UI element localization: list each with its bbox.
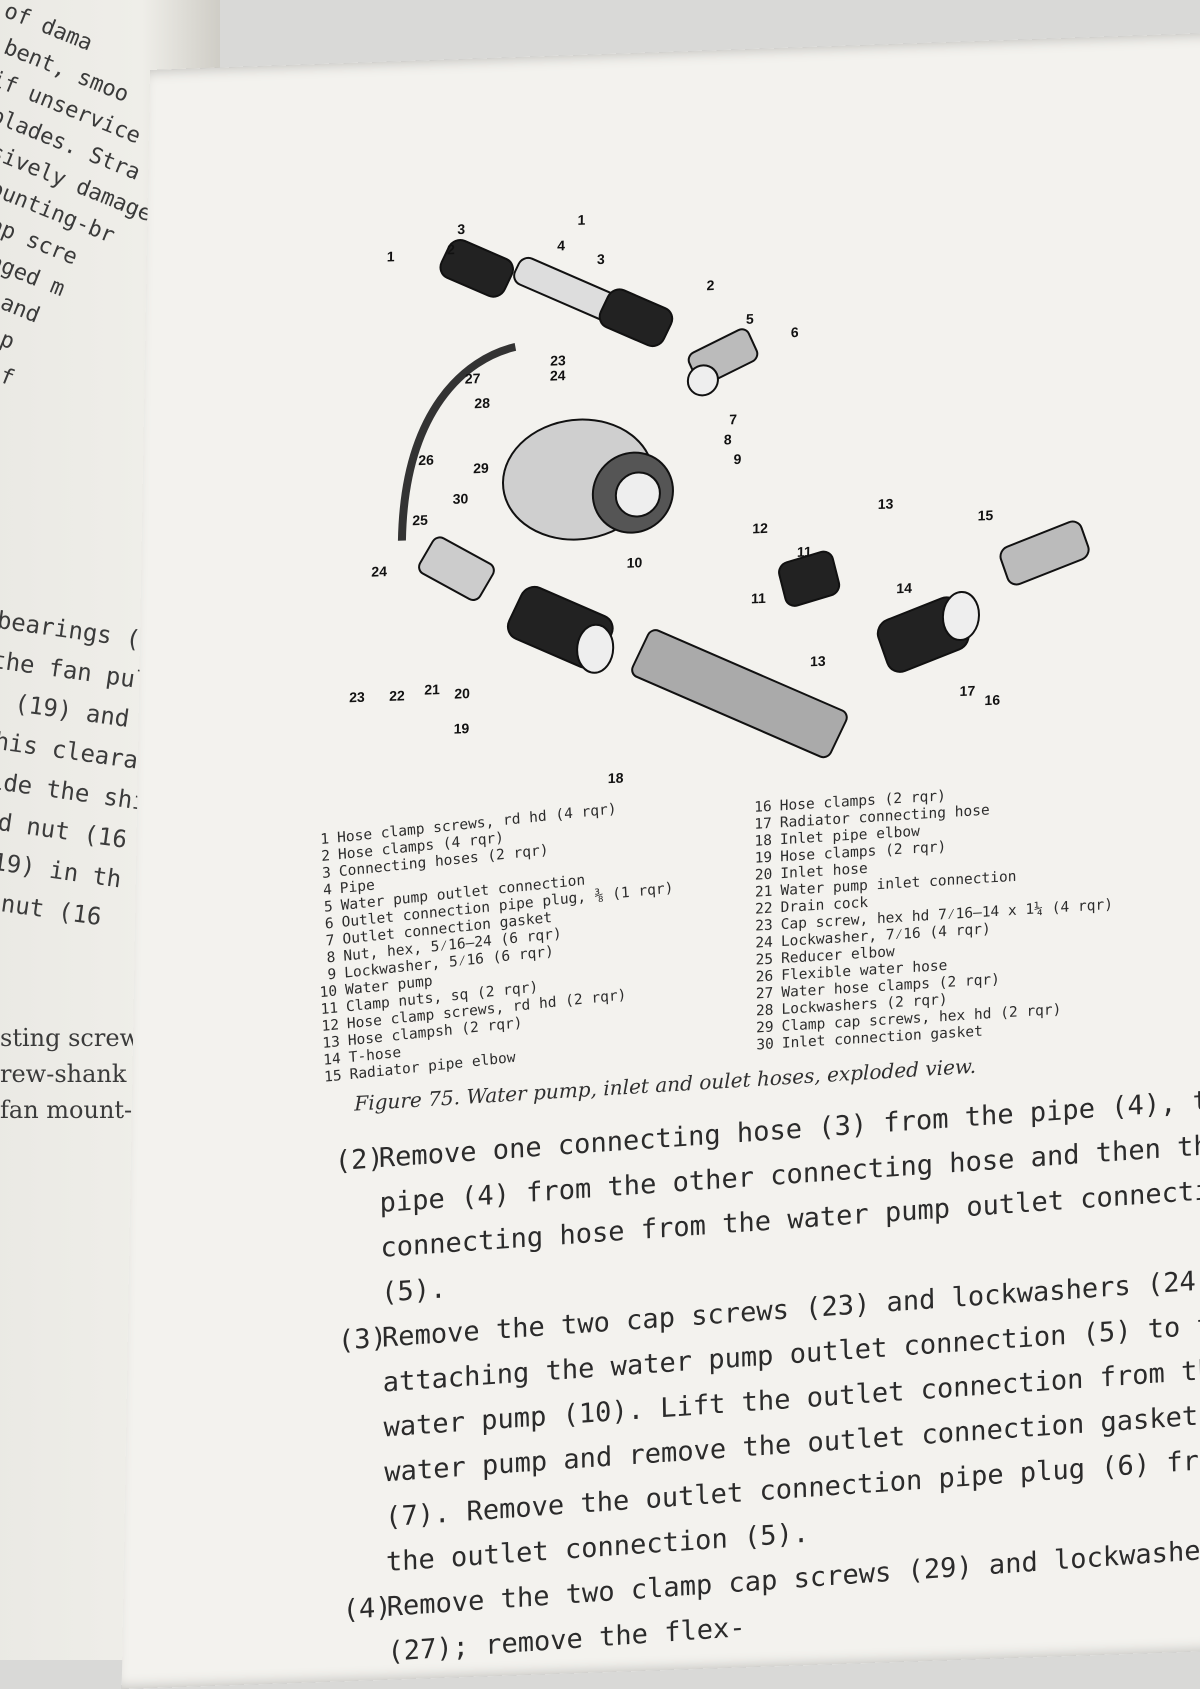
legend-item-number: 29 — [756, 1019, 774, 1037]
diagram-callout: 24 — [550, 367, 566, 384]
procedure-steps: (2)Remove one connecting hose (3) from t… — [306, 1076, 1200, 1680]
figure-label: Figure 75. — [354, 1085, 461, 1116]
diagram-callout: 12 — [752, 520, 768, 537]
left-page-line: fan mount- — [0, 1096, 133, 1124]
inlet-hose — [506, 585, 615, 674]
diagram-callout: 3 — [457, 221, 465, 237]
diagram-callout: 17 — [960, 682, 976, 699]
legend-item-number: 16 — [754, 798, 772, 816]
diagram-callout: 21 — [424, 681, 440, 698]
diagram-callout: 11 — [751, 590, 766, 607]
diagram-callout: 5 — [746, 311, 754, 327]
t-hose — [778, 550, 841, 607]
diagram-callout: 28 — [474, 395, 490, 412]
legend-item-number: 18 — [754, 832, 773, 850]
diagram-callout: 11 — [797, 543, 812, 560]
diagram-callout: 29 — [473, 460, 489, 477]
legend-item-number: 25 — [755, 951, 774, 969]
diagram-callout: 27 — [465, 370, 481, 387]
diagram-callout: 10 — [627, 554, 643, 571]
water-pump-outlet-connection — [686, 328, 759, 397]
legend-item-number: 17 — [754, 815, 772, 833]
water-pump — [502, 418, 674, 541]
diagram-callout: 30 — [453, 490, 469, 507]
diagram-callout: 19 — [454, 720, 470, 737]
legend-item-number: 26 — [755, 968, 774, 986]
legend-item-number: 21 — [754, 883, 773, 901]
diagram-callout: 15 — [978, 507, 994, 524]
flexible-water-hose — [397, 343, 517, 541]
legend-item-number: 15 — [323, 1067, 343, 1086]
legend-item-number: 24 — [755, 934, 773, 952]
inlet-pipe-elbow — [631, 629, 848, 759]
left-page-bottom-text: sting screw rew-shank fan mount- — [0, 1020, 200, 1128]
diagram-callout: 23 — [349, 689, 365, 706]
radiator-pipe-elbow — [999, 520, 1090, 586]
diagram-callout: 9 — [733, 451, 741, 467]
step-marker: (3) — [337, 1322, 388, 1357]
diagram-callout: 2 — [706, 277, 714, 293]
left-page-line: sting screw — [0, 1024, 141, 1052]
diagram-callout: 24 — [371, 563, 387, 580]
legend-item-number: 19 — [754, 849, 773, 867]
diagram-callout: 23 — [550, 352, 566, 369]
legend-item-number: 30 — [756, 1036, 774, 1054]
diagram-callout: 22 — [389, 687, 405, 704]
diagram-callout: 16 — [984, 692, 1000, 709]
diagram-callout: 13 — [878, 496, 894, 513]
diagram-callout: 8 — [724, 431, 732, 447]
diagram-callout: 3 — [597, 251, 605, 267]
left-page-line: rew-shank — [0, 1060, 127, 1088]
diagram-callout: 7 — [729, 411, 737, 427]
diagram-callout: 25 — [412, 512, 428, 529]
water-pump-inlet-connection — [418, 536, 495, 601]
radiator-connecting-hose — [876, 591, 980, 673]
diagram-callout: 2 — [447, 241, 455, 257]
connecting-hose-right — [598, 288, 674, 348]
legend-item-number: 23 — [755, 917, 773, 935]
diagram-callout: 6 — [791, 324, 799, 340]
diagram-callout: 13 — [810, 653, 826, 670]
legend-item-number: 28 — [755, 1002, 774, 1020]
step-marker: (2) — [334, 1142, 384, 1178]
diagram-callout: 1 — [387, 248, 395, 264]
diagram-callout: 4 — [557, 237, 565, 253]
diagram-callout: 26 — [418, 452, 434, 469]
diagram-callout: 1 — [578, 212, 586, 228]
legend-item-number: 20 — [754, 866, 773, 884]
legend-item-number: 27 — [755, 985, 774, 1003]
diagram-callout: 18 — [608, 770, 624, 787]
diagram-callout: 14 — [896, 580, 912, 597]
diagram-callout: 20 — [454, 685, 470, 702]
legend-item-number: 22 — [755, 900, 773, 918]
connecting-hose-left — [439, 239, 514, 298]
step-marker: (4) — [342, 1591, 392, 1627]
